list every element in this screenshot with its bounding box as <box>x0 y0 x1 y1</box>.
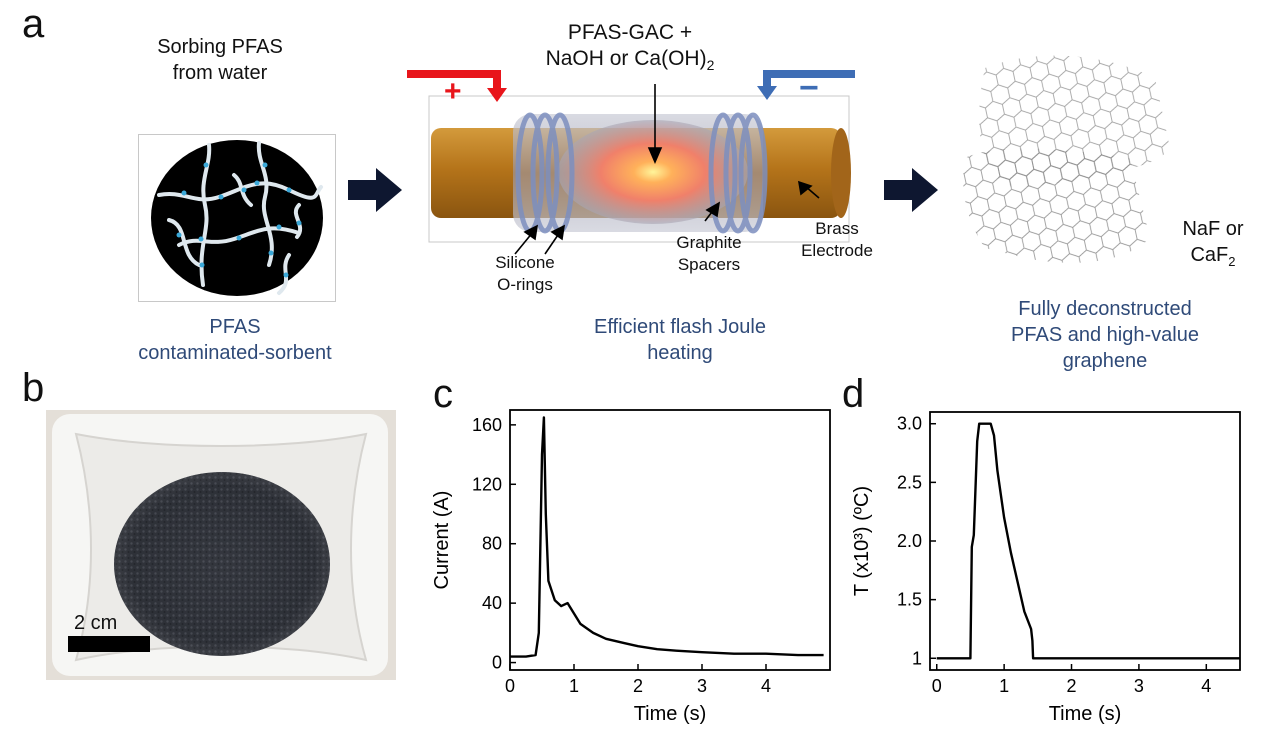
silicone-label-line1: Silicone <box>495 253 555 272</box>
silicone-label-line2: O-rings <box>497 275 553 294</box>
sorbent-illustration-frame <box>138 134 336 302</box>
brass-label-line1: Brass <box>815 219 859 238</box>
scale-bar <box>68 636 150 652</box>
panel-label-b: b <box>22 366 45 410</box>
silicone-label: Silicone O-rings <box>470 252 580 296</box>
x-tick-label: 4 <box>761 676 771 696</box>
y-axis-label: Current (A) <box>431 491 453 590</box>
x-tick-label: 0 <box>932 676 942 696</box>
scale-bar-label: 2 cm <box>74 612 118 634</box>
step2-title-line2: NaOH or Ca(OH) <box>545 47 707 70</box>
y-tick-label: 1.5 <box>897 590 922 610</box>
step2-title: PFAS-GAC + NaOH or Ca(OH)2 <box>500 20 760 78</box>
y-tick-label: 80 <box>482 534 502 554</box>
graphene-sheet-illustration <box>963 55 1170 263</box>
step1-title-line1: Sorbing PFAS <box>157 36 283 58</box>
plot-frame <box>509 409 831 671</box>
panel-label-c: c <box>433 372 453 416</box>
y-axis-label: T (x10³) (ºC) <box>851 486 873 596</box>
y-tick-label: 2.5 <box>897 472 922 492</box>
step2-caption-line1: Efficient flash Joule <box>594 316 766 338</box>
y-tick-label: 0 <box>492 653 502 673</box>
step3-caption-line1: Fully deconstructed <box>1018 298 1192 320</box>
x-tick-label: 1 <box>569 676 579 696</box>
y-tick-label: 160 <box>472 415 502 435</box>
step3-caption-line3: graphene <box>1062 350 1148 372</box>
panel-label-a: a <box>22 2 45 46</box>
x-tick-label: 4 <box>1201 676 1211 696</box>
brass-label: Brass Electrode <box>782 218 892 262</box>
y-tick-label: 2.0 <box>897 531 922 551</box>
salt-label-line1: NaF or <box>1182 218 1244 240</box>
flash-joule-reactor <box>407 70 855 255</box>
y-tick-label: 1 <box>912 648 922 668</box>
x-tick-label: 0 <box>505 676 515 696</box>
x-tick-label: 2 <box>633 676 643 696</box>
step1-caption: PFAS contaminated-sorbent <box>95 314 375 366</box>
graphite-label: Graphite Spacers <box>654 232 764 276</box>
step1-caption-line1: PFAS <box>209 316 261 338</box>
step1-title: Sorbing PFAS from water <box>120 34 320 86</box>
step2-caption: Efficient flash Joule heating <box>540 314 820 366</box>
y-tick-label: 3.0 <box>897 414 922 434</box>
y-tick-label: 40 <box>482 593 502 613</box>
sorbent-illustration <box>151 140 323 296</box>
x-axis-label: Time (s) <box>634 703 707 725</box>
process-arrow-1-icon <box>348 168 402 212</box>
panel-label-d: d <box>842 372 865 416</box>
x-tick-label: 3 <box>697 676 707 696</box>
step2-title-subscript: 2 <box>706 57 715 74</box>
salt-label-subscript: 2 <box>1228 254 1236 269</box>
y-tick-label: 120 <box>472 474 502 494</box>
salt-label-line2: CaF <box>1190 244 1229 266</box>
graphite-label-line1: Graphite <box>676 233 742 252</box>
step1-caption-line2: contaminated-sorbent <box>138 342 332 364</box>
step2-caption-line2: heating <box>647 342 713 364</box>
positive-sign: + <box>444 75 462 108</box>
salt-label: NaF or CaF2 <box>1168 216 1258 275</box>
step2-title-line1: PFAS-GAC + <box>567 21 693 44</box>
brass-label-line2: Electrode <box>801 241 873 260</box>
process-arrow-2-icon <box>884 168 938 212</box>
x-axis-label: Time (s) <box>1049 703 1122 725</box>
data-series-line <box>936 422 1240 660</box>
step3-caption: Fully deconstructed PFAS and high-value … <box>955 296 1255 374</box>
negative-sign: − <box>799 69 819 107</box>
x-tick-label: 3 <box>1134 676 1144 696</box>
sorbent-photo <box>46 410 396 680</box>
x-tick-label: 2 <box>1067 676 1077 696</box>
graphite-label-line2: Spacers <box>677 255 741 274</box>
step1-title-line2: from water <box>172 62 268 84</box>
step3-caption-line2: PFAS and high-value <box>1011 324 1199 346</box>
x-tick-label: 1 <box>999 676 1009 696</box>
data-series-line <box>510 416 824 658</box>
